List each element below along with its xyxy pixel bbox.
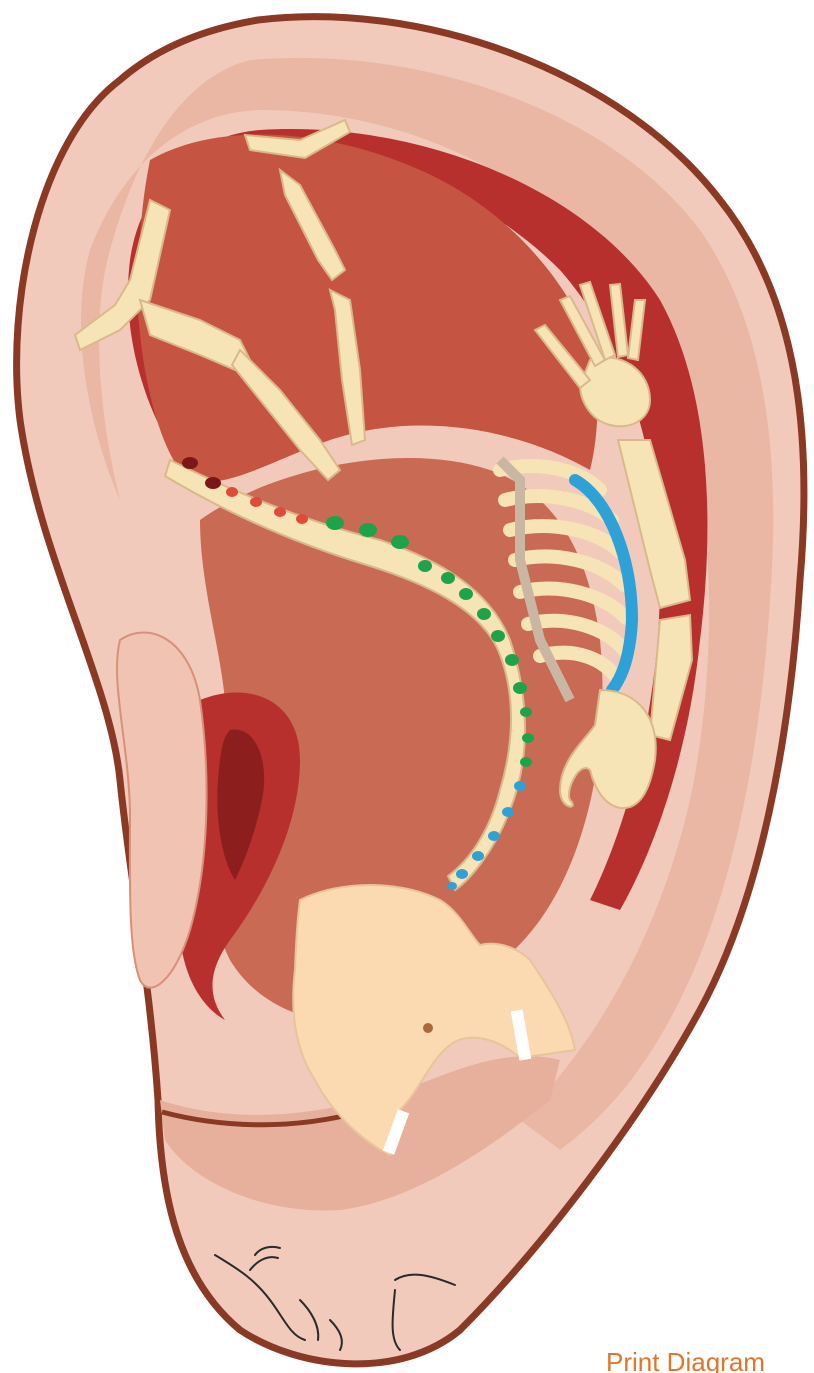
skull-eye (423, 1023, 433, 1033)
print-diagram-link[interactable]: Print Diagram (606, 1346, 814, 1373)
